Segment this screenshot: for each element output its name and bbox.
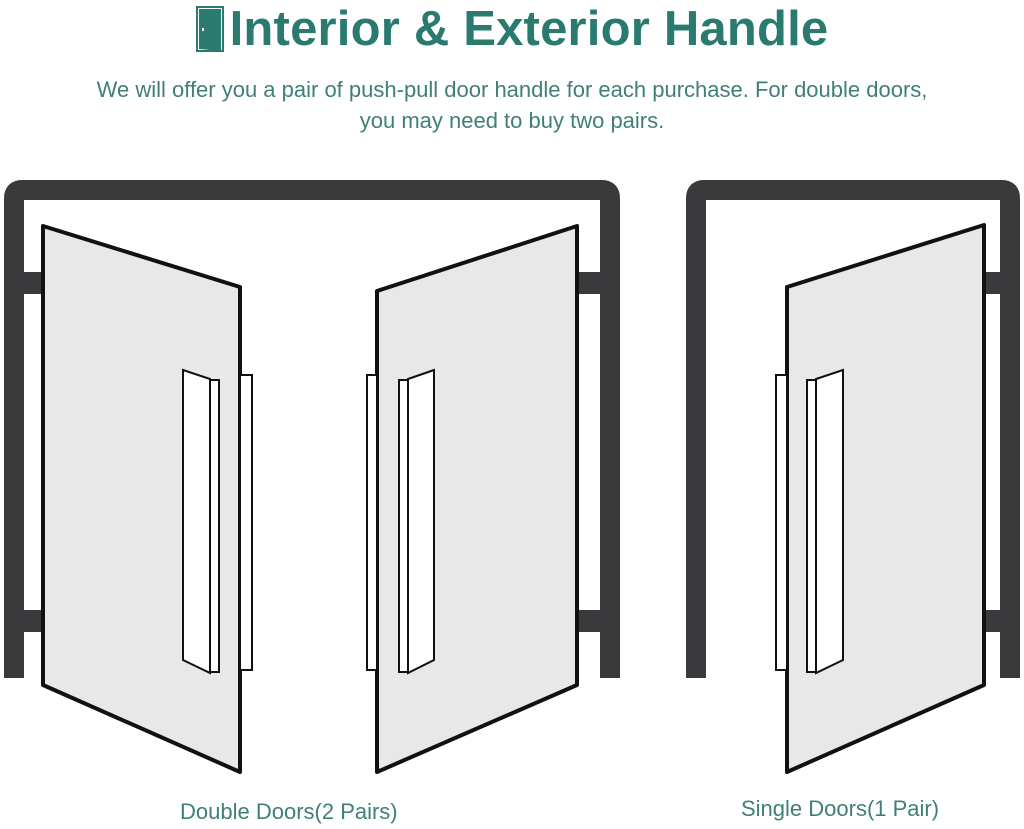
- single-door-illustration: [686, 180, 1020, 774]
- subtitle-line-2: you may need to buy two pairs.: [359, 108, 665, 133]
- single-door-frame: [686, 180, 1020, 678]
- door-icon: [195, 6, 224, 52]
- header: Interior & Exterior Handle: [0, 0, 1024, 58]
- caption-single-door: Single Doors(1 Pair): [741, 796, 940, 821]
- page-title: Interior & Exterior Handle: [229, 2, 829, 56]
- double-doors-illustration: [4, 180, 620, 774]
- subtitle-line-1: We will offer you a pair of push-pull do…: [96, 77, 928, 102]
- subtitle: We will offer you a pair of push-pull do…: [0, 74, 1024, 136]
- caption-double-doors: Double Doors(2 Pairs): [180, 799, 398, 824]
- double-door-frame: [4, 180, 620, 678]
